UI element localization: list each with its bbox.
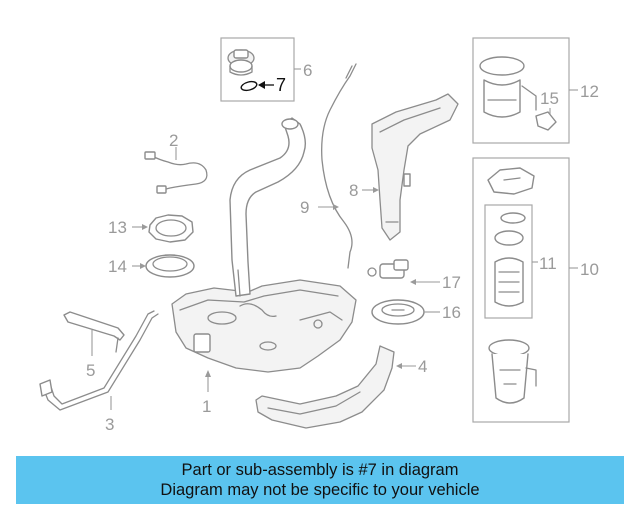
banner-line-2: Diagram may not be specific to your vehi…	[160, 481, 480, 499]
callout-15[interactable]: 15	[540, 89, 559, 108]
callout-7[interactable]: 7	[276, 75, 286, 95]
vent-line-part-9	[321, 63, 357, 269]
arrow-14	[140, 263, 146, 269]
callout-16[interactable]: 16	[442, 303, 461, 322]
sender-wire-part-2	[144, 151, 208, 194]
arrow-13	[142, 224, 148, 230]
pump-module	[479, 56, 537, 118]
flange-part-16	[371, 299, 425, 325]
fuel-tank-part-1	[171, 279, 357, 373]
tank-strap-part-3	[39, 310, 159, 411]
filter-parts-11	[494, 212, 526, 307]
callout-14[interactable]: 14	[108, 257, 127, 276]
strap-part-5	[63, 311, 125, 353]
pump-cover	[487, 167, 535, 195]
callout-4[interactable]: 4	[418, 357, 427, 376]
part-box-10	[472, 157, 570, 423]
callout-2[interactable]: 2	[169, 131, 178, 150]
banner-line-1: Part or sub-assembly is #7 in diagram	[181, 461, 459, 479]
arrow-1	[205, 370, 211, 377]
float-arm-part-15	[535, 111, 557, 131]
arrow-7	[258, 81, 265, 89]
pump-housing	[488, 339, 537, 404]
callout-8[interactable]: 8	[349, 181, 358, 200]
callout-9[interactable]: 9	[300, 198, 309, 217]
arrow-8	[373, 187, 379, 193]
filler-pipe	[229, 117, 307, 297]
callout-3[interactable]: 3	[105, 415, 114, 434]
arrow-4	[396, 363, 402, 369]
callout-10[interactable]: 10	[580, 260, 599, 279]
callout-6[interactable]: 6	[303, 61, 312, 80]
callout-17[interactable]: 17	[442, 273, 461, 292]
valve-part-17	[367, 259, 409, 279]
lock-ring-part-13	[148, 214, 194, 243]
fuel-cap-part	[227, 49, 255, 76]
parts-diagram: 7 6 2 13 14 5 3	[39, 37, 599, 434]
heat-shield-part-4	[255, 345, 395, 429]
callout-1[interactable]: 1	[202, 397, 211, 416]
info-banner: Part or sub-assembly is #7 in diagram Di…	[16, 456, 624, 504]
callout-13[interactable]: 13	[108, 218, 127, 237]
arrow-17	[410, 279, 416, 285]
filler-neck-part-8	[371, 93, 459, 241]
callout-12[interactable]: 12	[580, 82, 599, 101]
o-ring-part-7[interactable]	[240, 80, 258, 92]
callout-5[interactable]: 5	[86, 361, 95, 380]
callout-11[interactable]: 11	[539, 254, 557, 273]
seal-part-14	[145, 254, 195, 278]
arrow-9	[333, 204, 339, 210]
